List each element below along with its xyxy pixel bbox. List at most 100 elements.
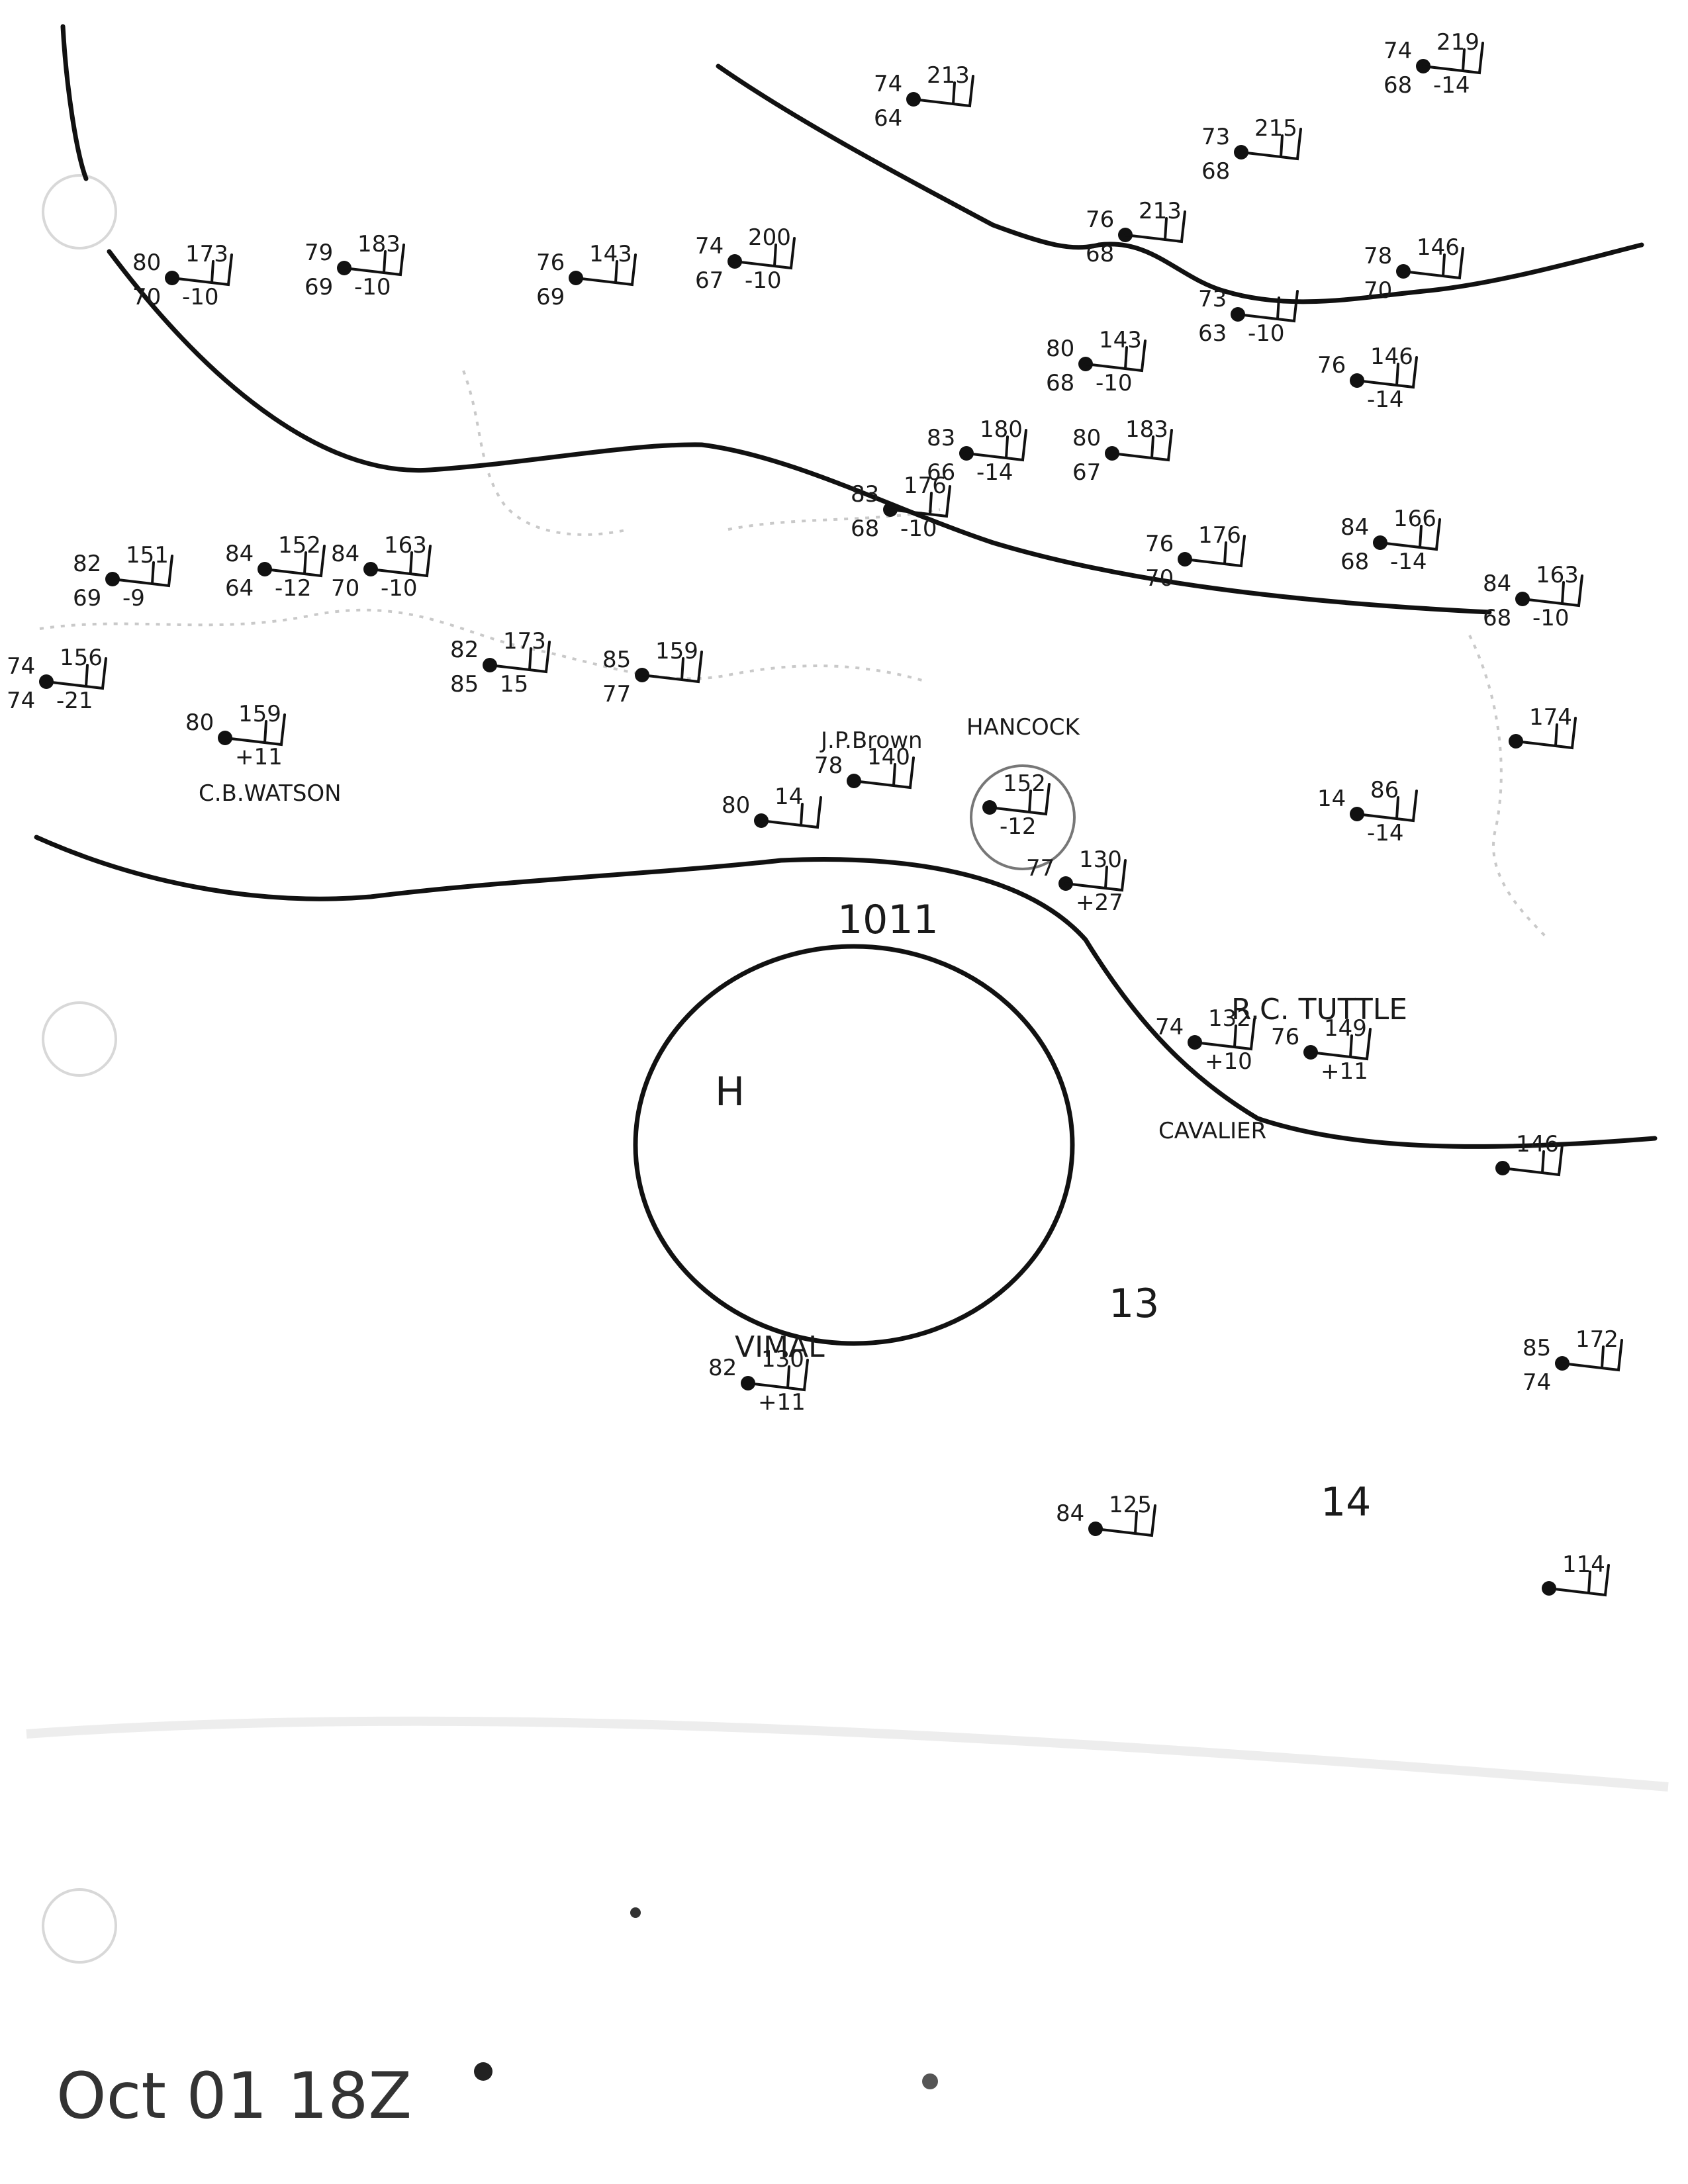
station-tendency: -10 bbox=[1532, 605, 1570, 631]
ink-dot bbox=[474, 2062, 492, 2081]
station-dewpoint: 70 bbox=[331, 575, 359, 602]
station-tendency: -14 bbox=[1390, 549, 1427, 575]
wind-barb bbox=[1094, 1504, 1156, 1537]
station-pressure: 146 bbox=[1516, 1131, 1559, 1158]
wind-barb bbox=[111, 555, 173, 588]
station-tendency: -10 bbox=[381, 575, 418, 602]
station-tendency: -10 bbox=[745, 267, 782, 294]
station-plot: 114 bbox=[1542, 1551, 1610, 1597]
station-plot: 14 86 -14 bbox=[1317, 777, 1418, 846]
station-temperature: 85 bbox=[602, 647, 631, 673]
wind-barb bbox=[1356, 790, 1418, 823]
wind-barb bbox=[1111, 429, 1173, 462]
station-pressure: 146 bbox=[1417, 234, 1460, 261]
wind-barb bbox=[889, 485, 951, 518]
station-temperature: 76 bbox=[1271, 1024, 1299, 1050]
station-dewpoint: 70 bbox=[1145, 565, 1174, 592]
station-tendency: -10 bbox=[1096, 370, 1133, 396]
ink-dot bbox=[630, 1907, 641, 1918]
station-temperature: 83 bbox=[927, 425, 955, 451]
station-pressure: 219 bbox=[1436, 29, 1479, 56]
station-pressure: 130 bbox=[1079, 846, 1122, 873]
wind-barb bbox=[853, 756, 915, 790]
station-tendency: -21 bbox=[56, 688, 93, 714]
station-pressure: 14 bbox=[774, 784, 803, 810]
wind-barb bbox=[45, 657, 107, 690]
wind-barb bbox=[760, 796, 822, 829]
binder-hole-top bbox=[42, 174, 117, 250]
wind-barb bbox=[343, 244, 405, 277]
binder-hole-middle bbox=[42, 1001, 117, 1077]
station-temperature: 80 bbox=[132, 250, 161, 276]
station-dewpoint: 68 bbox=[1201, 158, 1230, 185]
station-pressure: 166 bbox=[1393, 506, 1436, 532]
ship-label-vimal: VIMAL bbox=[735, 1330, 825, 1364]
station-temperature: 14 bbox=[1317, 786, 1346, 812]
station-temperature: 82 bbox=[450, 637, 479, 663]
isobar-north bbox=[716, 64, 1644, 304]
station-temperature: 78 bbox=[1364, 243, 1392, 269]
station-tendency: -14 bbox=[1367, 820, 1404, 846]
station-dewpoint: 69 bbox=[536, 284, 565, 310]
station-tendency: +10 bbox=[1205, 1048, 1252, 1075]
wind-barb bbox=[1422, 42, 1484, 75]
station-pressure: 143 bbox=[589, 241, 632, 267]
station-temperature: 83 bbox=[851, 481, 879, 508]
station-pressure: 200 bbox=[748, 224, 791, 251]
station-dewpoint: 68 bbox=[851, 516, 879, 542]
isobar-1011 bbox=[34, 835, 1658, 1149]
wind-barb bbox=[965, 429, 1027, 462]
isobar-curve-northwest bbox=[107, 249, 1492, 615]
wind-barb bbox=[733, 237, 796, 270]
isobar-value-label: 1011 bbox=[837, 897, 939, 943]
wind-barb bbox=[489, 641, 551, 674]
wind-barb bbox=[263, 545, 326, 578]
station-temperature: 73 bbox=[1198, 286, 1227, 312]
station-temperature: 74 bbox=[7, 653, 35, 680]
station-plot: 152-12 bbox=[982, 770, 1051, 840]
station-dewpoint: 85 bbox=[450, 671, 479, 698]
station-pressure: 86 bbox=[1370, 777, 1399, 803]
station-dewpoint: 68 bbox=[1086, 241, 1114, 267]
wind-barb bbox=[1064, 859, 1127, 892]
wind-barb bbox=[1501, 1144, 1564, 1177]
station-pressure: 213 bbox=[927, 62, 970, 89]
station-pressure: 213 bbox=[1139, 198, 1182, 224]
station-pressure: 140 bbox=[867, 744, 910, 770]
wind-barb bbox=[369, 545, 432, 578]
station-pressure: 176 bbox=[904, 473, 947, 499]
wind-barb bbox=[1309, 1028, 1372, 1061]
station-plot: 80 14 bbox=[722, 784, 822, 829]
wind-barb bbox=[1521, 574, 1583, 608]
station-tendency: +11 bbox=[758, 1389, 806, 1416]
ship-label-cavalier: CAVALIER bbox=[1158, 1118, 1266, 1144]
wind-number-14: 14 bbox=[1321, 1479, 1371, 1525]
station-tendency: +11 bbox=[1321, 1058, 1368, 1085]
wind-barb bbox=[1084, 340, 1147, 373]
wind-barb bbox=[912, 75, 974, 108]
station-temperature: 80 bbox=[722, 792, 750, 819]
ship-label-jp-brown: J.P.Brown bbox=[820, 727, 923, 754]
wind-barb bbox=[171, 253, 233, 287]
station-tendency: -12 bbox=[275, 575, 312, 602]
station-dewpoint: 77 bbox=[602, 681, 631, 707]
wind-barb bbox=[1402, 247, 1464, 280]
station-pressure: 159 bbox=[238, 701, 281, 727]
